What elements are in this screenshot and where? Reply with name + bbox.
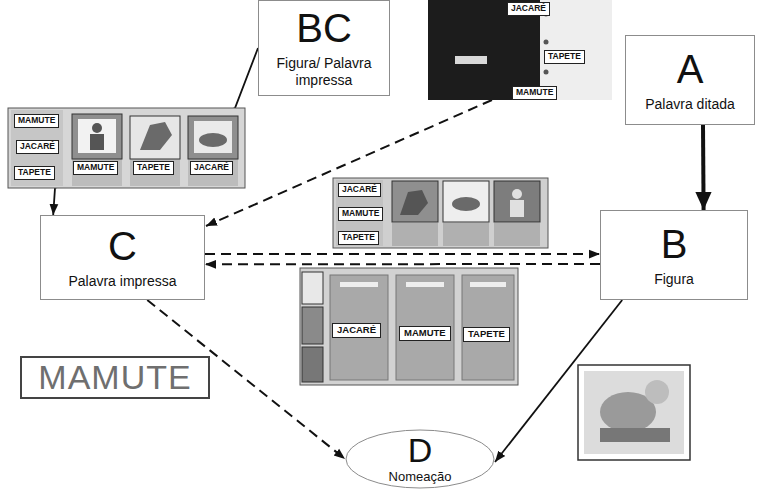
node-label: Figura — [648, 271, 700, 288]
board-panel — [330, 275, 388, 380]
picture-figure — [400, 190, 428, 215]
board-panel — [494, 223, 540, 246]
concept-box: BC Figura/ Palavra impressa — [258, 0, 390, 96]
picture-inner — [78, 119, 116, 153]
word-card: JACARÉ — [332, 323, 381, 338]
picture-frame — [494, 181, 540, 222]
picture-frame — [302, 307, 323, 344]
dashed-relation-arrow — [205, 253, 600, 255]
picture-frame — [130, 116, 180, 159]
word-card: TAPETE — [133, 161, 174, 175]
board-panel — [392, 223, 438, 246]
picture-figure — [199, 133, 227, 147]
binder-ring — [544, 70, 549, 75]
node-label: Nomeação — [383, 469, 458, 485]
word-card: MAMUTE — [14, 114, 59, 128]
dashed-relation-arrow — [205, 263, 600, 265]
word-card-large: MAMUTE — [20, 356, 210, 399]
picture-figure — [90, 134, 104, 150]
board-panel — [443, 223, 489, 246]
board-photo — [300, 268, 518, 385]
concept-box: C Palavra impressa — [40, 215, 205, 300]
word-card: MAMUTE — [73, 161, 118, 175]
board-photo — [8, 108, 245, 188]
node-label: Figura/ Palavra impressa — [259, 55, 389, 89]
binder-ring — [544, 40, 549, 45]
node-letter: D — [402, 433, 439, 469]
binder-page — [540, 0, 612, 100]
panel-strip — [406, 282, 444, 287]
node-label: Palavra ditada — [639, 96, 741, 113]
board-panel — [462, 275, 514, 380]
panel-strip — [340, 282, 378, 287]
picture-figure — [140, 122, 172, 150]
picture-frame — [72, 114, 122, 159]
picture-frame — [443, 181, 489, 222]
picture-figure — [452, 197, 480, 211]
ellipse-outline — [346, 430, 494, 488]
word-card: TAPETE — [338, 231, 379, 245]
picture-figure — [645, 380, 669, 404]
picture-frame — [578, 365, 690, 460]
card-column — [11, 110, 63, 186]
board-photo — [333, 178, 548, 248]
picture-figure — [92, 123, 102, 133]
word-card: JACARÉ — [16, 140, 59, 154]
picture-figure — [510, 200, 524, 217]
node-letter: BC — [290, 7, 358, 49]
panel-strip — [470, 282, 506, 287]
word-card: MAMUTE — [512, 86, 557, 100]
picture-figure — [600, 428, 670, 442]
concept-ellipse: DNomeação — [345, 429, 495, 489]
node-letter: B — [655, 223, 694, 265]
word-card: MAMUTE — [338, 207, 383, 221]
relation-arrow — [701, 125, 706, 210]
picture-frame — [392, 181, 438, 222]
word-card: MAMUTE — [399, 326, 451, 341]
word-card: TAPETE — [463, 327, 510, 342]
concept-box: A Palavra ditada — [625, 35, 755, 125]
word-card: TAPETE — [544, 50, 585, 64]
dashed-pointer — [206, 100, 492, 226]
binder-photo — [428, 0, 612, 100]
picture-inner — [194, 121, 232, 153]
picture-frame — [302, 347, 323, 382]
node-label: Palavra impressa — [62, 273, 182, 290]
board-panel — [396, 275, 454, 380]
node-letter: C — [102, 225, 143, 267]
word-card: JACARÉ — [190, 161, 233, 175]
picture-inner — [584, 371, 684, 454]
word-card: TAPETE — [14, 166, 55, 180]
node-letter: A — [671, 48, 710, 90]
relation-arrow — [53, 48, 258, 215]
picture-frame — [302, 272, 323, 304]
binder-slot — [455, 56, 487, 64]
picture-frame — [188, 116, 238, 159]
picture-figure — [512, 189, 522, 199]
word-card: JACARÉ — [338, 183, 381, 197]
card-column — [336, 180, 383, 246]
word-card: JACARÉ — [507, 2, 550, 16]
concept-box: B Figura — [600, 210, 748, 300]
